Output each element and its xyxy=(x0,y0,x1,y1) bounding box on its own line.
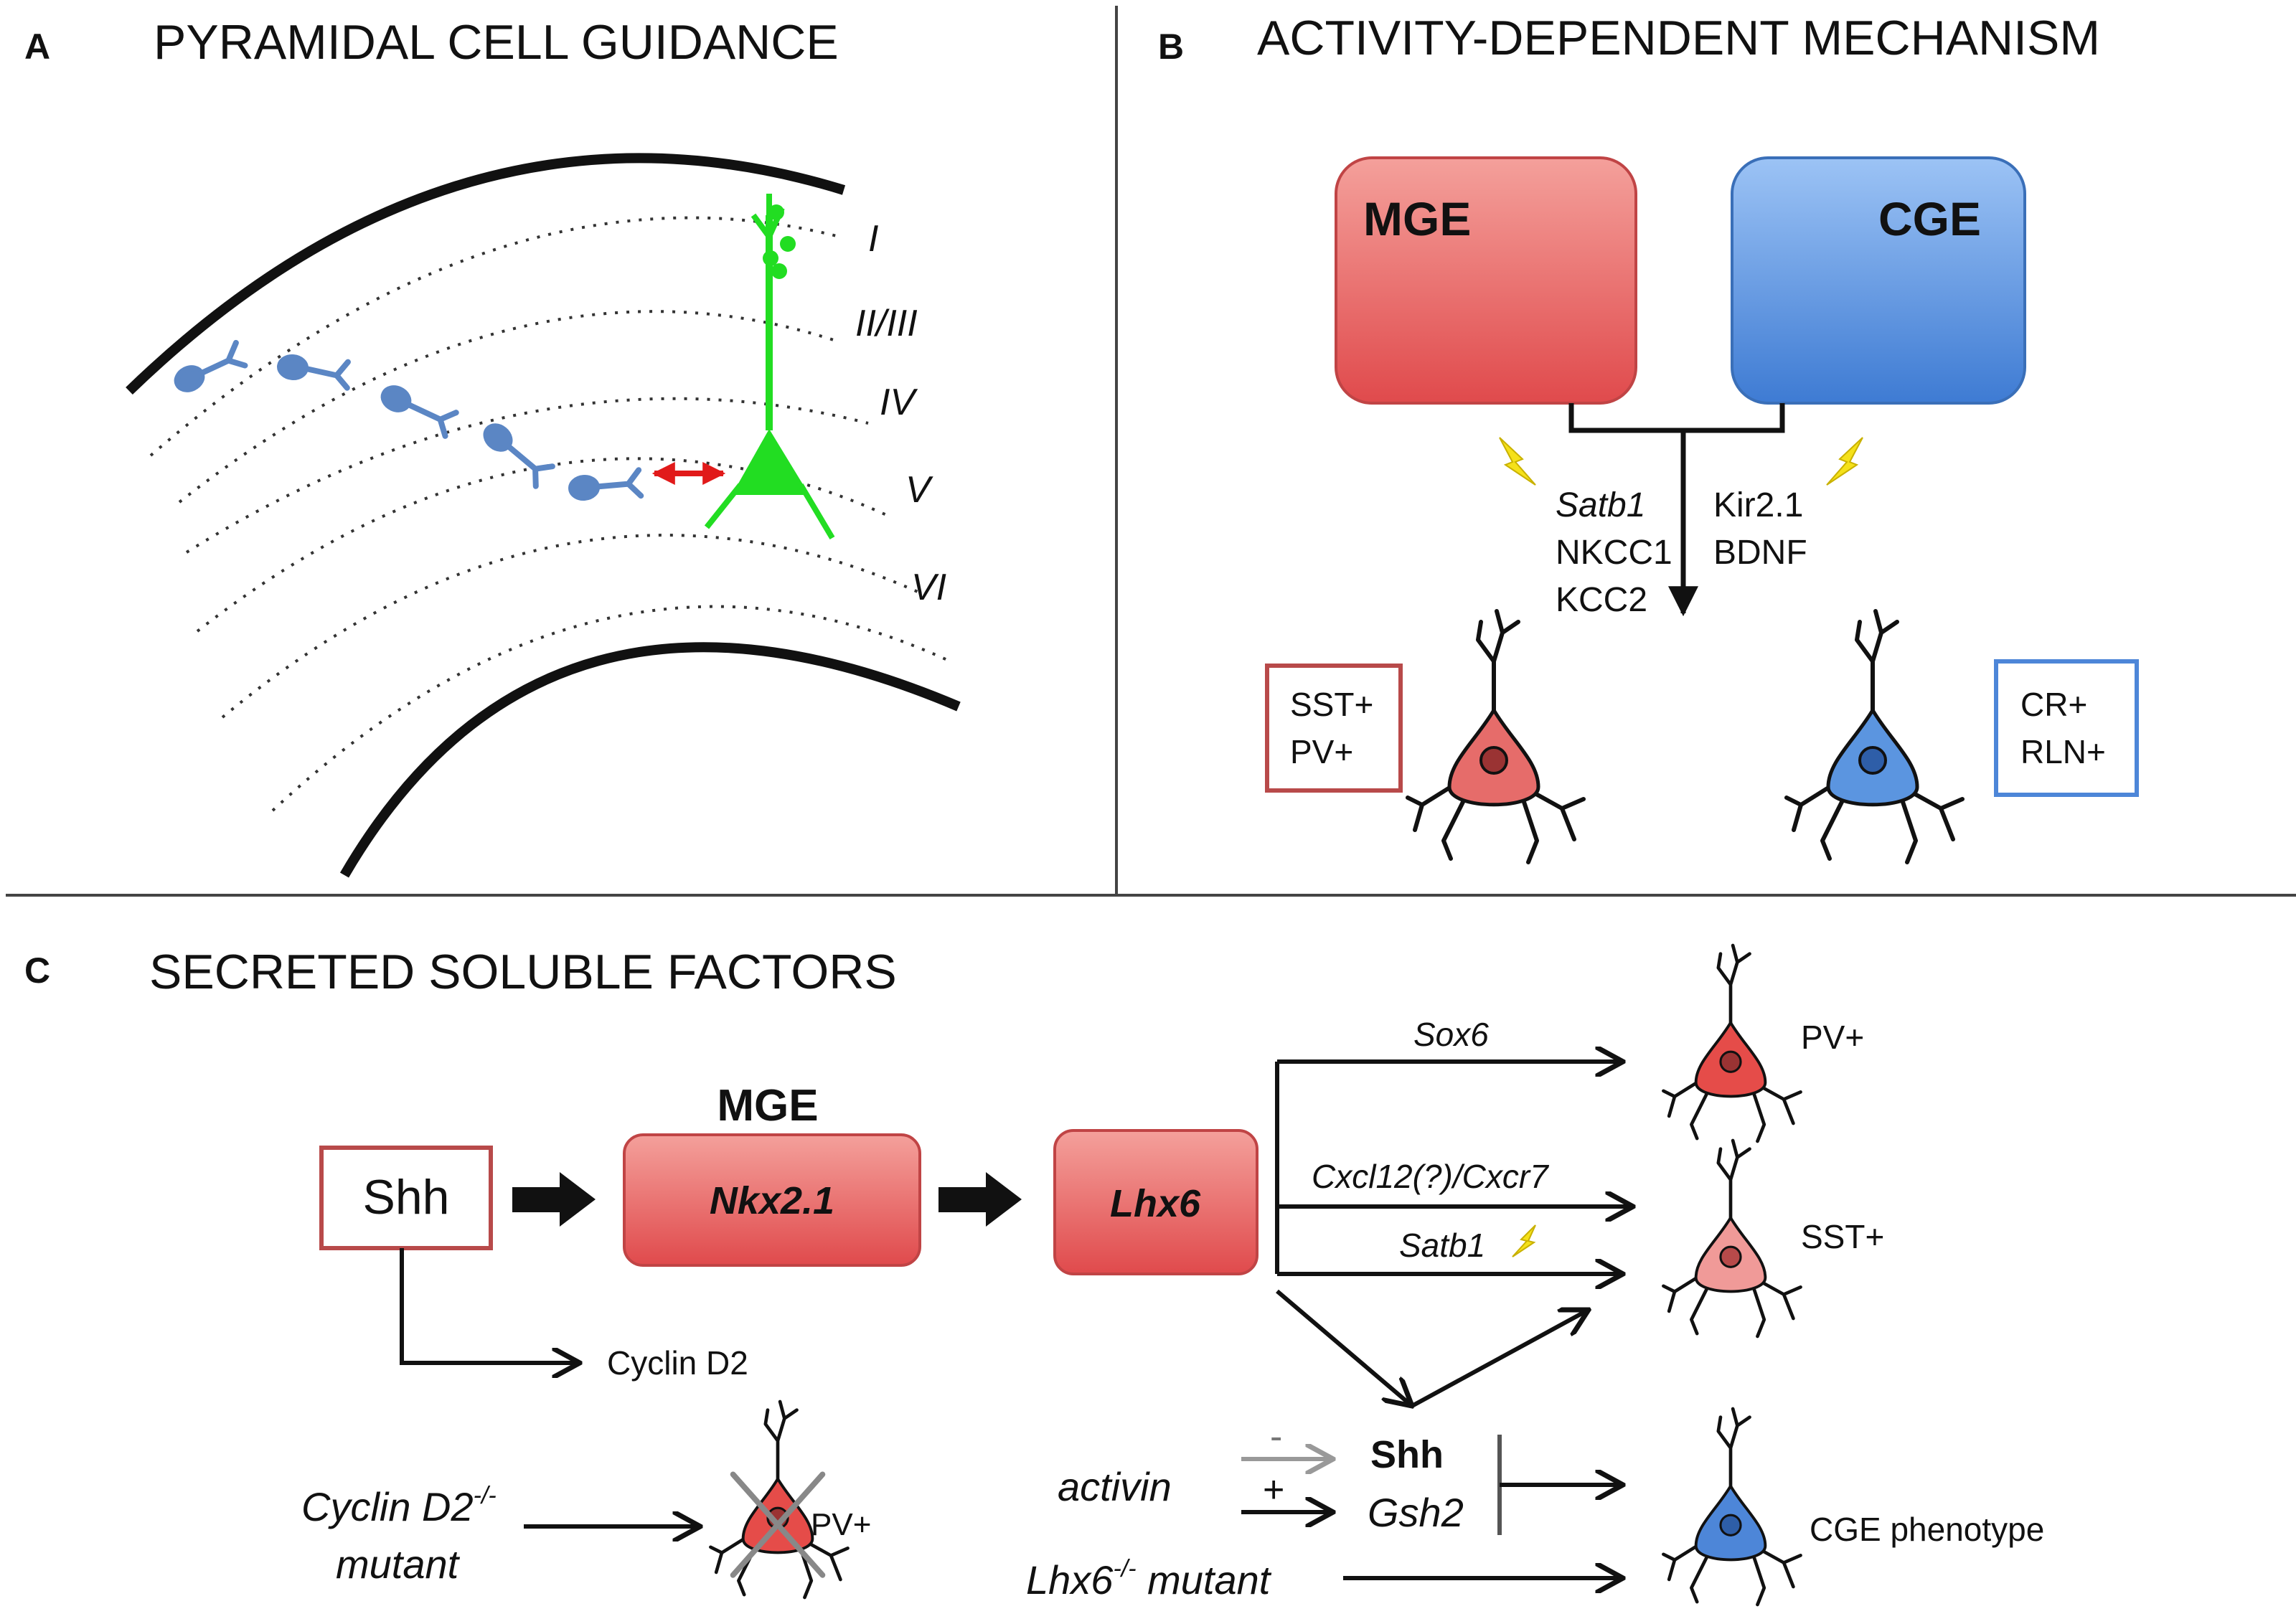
factor-bdnf: BDNF xyxy=(1713,534,1807,572)
layer-label-v: V xyxy=(905,469,933,511)
lhx6-label: Lhx6 xyxy=(1110,1182,1201,1225)
pv-neuron xyxy=(1663,945,1800,1141)
marker-cr: CR+ xyxy=(2020,686,2087,723)
cge-box xyxy=(1731,156,2026,405)
satb1-bolt xyxy=(1512,1224,1536,1257)
panel-a-letter: A xyxy=(24,27,50,67)
mge-box-label: MGE xyxy=(1363,192,1471,245)
mge-header: MGE xyxy=(717,1081,818,1130)
lhx6-to-shh-arrow xyxy=(1276,1289,1412,1406)
marker-rln: RLN+ xyxy=(2020,733,2106,770)
activity-bolt-left xyxy=(1499,437,1536,486)
panel-c: C SECRETED SOLUBLE FACTORS Shh MGE Nkx2.… xyxy=(24,945,2044,1605)
shh-to-sst-arrow xyxy=(1411,1310,1589,1408)
factor-nkcc1: NKCC1 xyxy=(1556,534,1672,572)
layer-label-ii-iii: II/III xyxy=(855,303,918,344)
panel-b-letter: B xyxy=(1158,27,1184,67)
nkx21-label: Nkx2.1 xyxy=(710,1179,834,1222)
shh-factor-label: Shh xyxy=(1370,1433,1444,1476)
white-matter-arc xyxy=(339,642,961,878)
interneuron-1 xyxy=(174,339,248,392)
activin-label: activin xyxy=(1058,1464,1172,1509)
convergence-bracket xyxy=(1568,403,1785,433)
panel-b: B ACTIVITY-DEPENDENT MECHANISM MGE CGE S… xyxy=(1158,11,2139,862)
cyclin-mutant-line2: mutant xyxy=(336,1542,461,1587)
gsh2-label: Gsh2 xyxy=(1368,1490,1464,1535)
lhx6-box xyxy=(1053,1129,1258,1275)
mge-derived-neuron xyxy=(1408,611,1584,862)
shh-box-label: Shh xyxy=(363,1170,450,1224)
layer-label-iv: IV xyxy=(880,382,918,423)
shh-to-nkx-arrow xyxy=(512,1172,596,1227)
layer-label-i: I xyxy=(868,218,878,260)
shh-to-cyclin-arrow xyxy=(400,1248,580,1363)
cyclin-mutant-line1: Cyclin D2-/- xyxy=(301,1482,497,1529)
lhx6-mutant-label: Lhx6-/- mutant xyxy=(1026,1555,1272,1602)
shh-box xyxy=(319,1146,493,1250)
marker-pv: PV+ xyxy=(1290,733,1353,770)
factor-satb1: Satb1 xyxy=(1556,486,1645,524)
cge-marker-box xyxy=(1994,659,2139,797)
sst-neuron xyxy=(1663,1141,1800,1336)
marker-sst: SST+ xyxy=(1290,686,1373,723)
migrating-interneurons xyxy=(174,339,644,501)
mge-box xyxy=(1335,156,1637,405)
mge-marker-box xyxy=(1265,664,1403,793)
cge-phenotype-neuron xyxy=(1663,1409,1800,1605)
factor-kir21: Kir2.1 xyxy=(1713,486,1803,524)
crossed-pv-neuron xyxy=(710,1402,847,1597)
interneuron-5 xyxy=(568,467,644,501)
cge-box-label: CGE xyxy=(1878,192,1981,245)
sst-label: SST+ xyxy=(1801,1218,1884,1255)
interneuron-4 xyxy=(483,423,555,489)
interneuron-3 xyxy=(380,385,459,439)
panel-a: A PYRAMIDAL CELL GUIDANCE I II/III IV V … xyxy=(24,15,961,878)
panel-a-title: PYRAMIDAL CELL GUIDANCE xyxy=(154,15,839,70)
factor-kcc2: KCC2 xyxy=(1556,581,1647,619)
nkx21-box xyxy=(623,1133,921,1267)
sox6-label: Sox6 xyxy=(1413,1016,1489,1053)
layer-label-vi: VI xyxy=(911,567,946,608)
cge-derived-neuron xyxy=(1787,611,1962,862)
cyclin-d2-label: Cyclin D2 xyxy=(607,1344,748,1382)
pyramidal-cell xyxy=(704,194,835,540)
activity-bolt-right xyxy=(1826,437,1863,486)
minus-sign: - xyxy=(1270,1416,1282,1458)
plus-sign: + xyxy=(1263,1469,1284,1511)
cxcl-label: Cxcl12(?)/Cxcr7 xyxy=(1312,1158,1549,1195)
nkx-to-lhx6-arrow xyxy=(938,1172,1022,1227)
panel-c-title: SECRETED SOLUBLE FACTORS xyxy=(149,945,897,999)
cge-phenotype-label: CGE phenotype xyxy=(1810,1511,2044,1548)
pv-label: PV+ xyxy=(1801,1019,1864,1056)
layer-boundaries xyxy=(149,216,948,812)
crossed-pv-label: PV+ xyxy=(811,1507,871,1542)
pial-surface-arc xyxy=(126,153,846,395)
panel-b-title: ACTIVITY-DEPENDENT MECHANISM xyxy=(1257,11,2100,65)
interneuron-2 xyxy=(277,354,351,391)
panel-c-letter: C xyxy=(24,950,50,991)
satb1-label: Satb1 xyxy=(1399,1227,1485,1264)
